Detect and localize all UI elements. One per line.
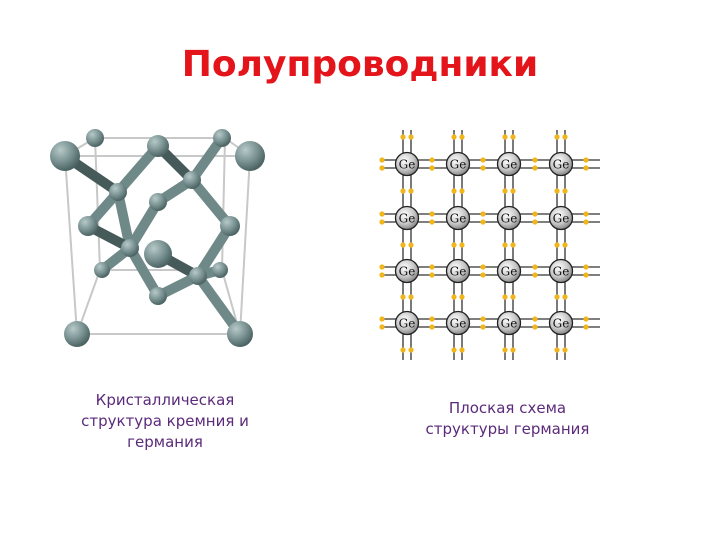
ge-atom: Ge <box>394 258 420 284</box>
ge-atom: Ge <box>445 205 471 231</box>
ge-atom: Ge <box>394 151 420 177</box>
svg-text:Ge: Ge <box>450 212 467 226</box>
ge-atom: Ge <box>496 205 522 231</box>
ge-atom: Ge <box>496 310 522 336</box>
crystal-lattice-3d-figure <box>50 129 265 347</box>
caption-line: Кристаллическая <box>95 391 235 409</box>
svg-text:Ge: Ge <box>399 317 416 331</box>
slide-title: Полупроводники <box>181 44 539 85</box>
svg-text:Ge: Ge <box>399 158 416 172</box>
caption-line: германия <box>127 433 203 451</box>
svg-text:Ge: Ge <box>501 265 518 279</box>
caption-line: структуры германия <box>425 420 590 438</box>
svg-text:Ge: Ge <box>450 317 467 331</box>
ge-atom: Ge <box>496 151 522 177</box>
svg-text:Ge: Ge <box>501 317 518 331</box>
ge-atom: Ge <box>548 310 574 336</box>
ge-atom: Ge <box>445 258 471 284</box>
ge-atom: Ge <box>496 258 522 284</box>
left-figure-caption: Кристаллическая структура кремния и герм… <box>55 390 275 453</box>
ge-atom: Ge <box>548 205 574 231</box>
ge-atom: Ge <box>394 310 420 336</box>
ge-atom: Ge <box>548 258 574 284</box>
ge-atom: Ge <box>548 151 574 177</box>
svg-text:Ge: Ge <box>553 212 570 226</box>
svg-text:Ge: Ge <box>553 158 570 172</box>
ge-atom: Ge <box>445 151 471 177</box>
svg-text:Ge: Ge <box>399 265 416 279</box>
svg-text:Ge: Ge <box>553 265 570 279</box>
svg-text:Ge: Ge <box>553 317 570 331</box>
svg-text:Ge: Ge <box>501 158 518 172</box>
svg-text:Ge: Ge <box>450 265 467 279</box>
svg-text:Ge: Ge <box>399 212 416 226</box>
ge-atom: Ge <box>445 310 471 336</box>
svg-text:Ge: Ge <box>450 158 467 172</box>
caption-line: Плоская схема <box>448 399 567 417</box>
ge-atom: Ge <box>394 205 420 231</box>
caption-line: структура кремния и <box>81 412 249 430</box>
svg-text:Ge: Ge <box>501 212 518 226</box>
right-figure-caption: Плоская схема структуры германия <box>395 398 620 440</box>
